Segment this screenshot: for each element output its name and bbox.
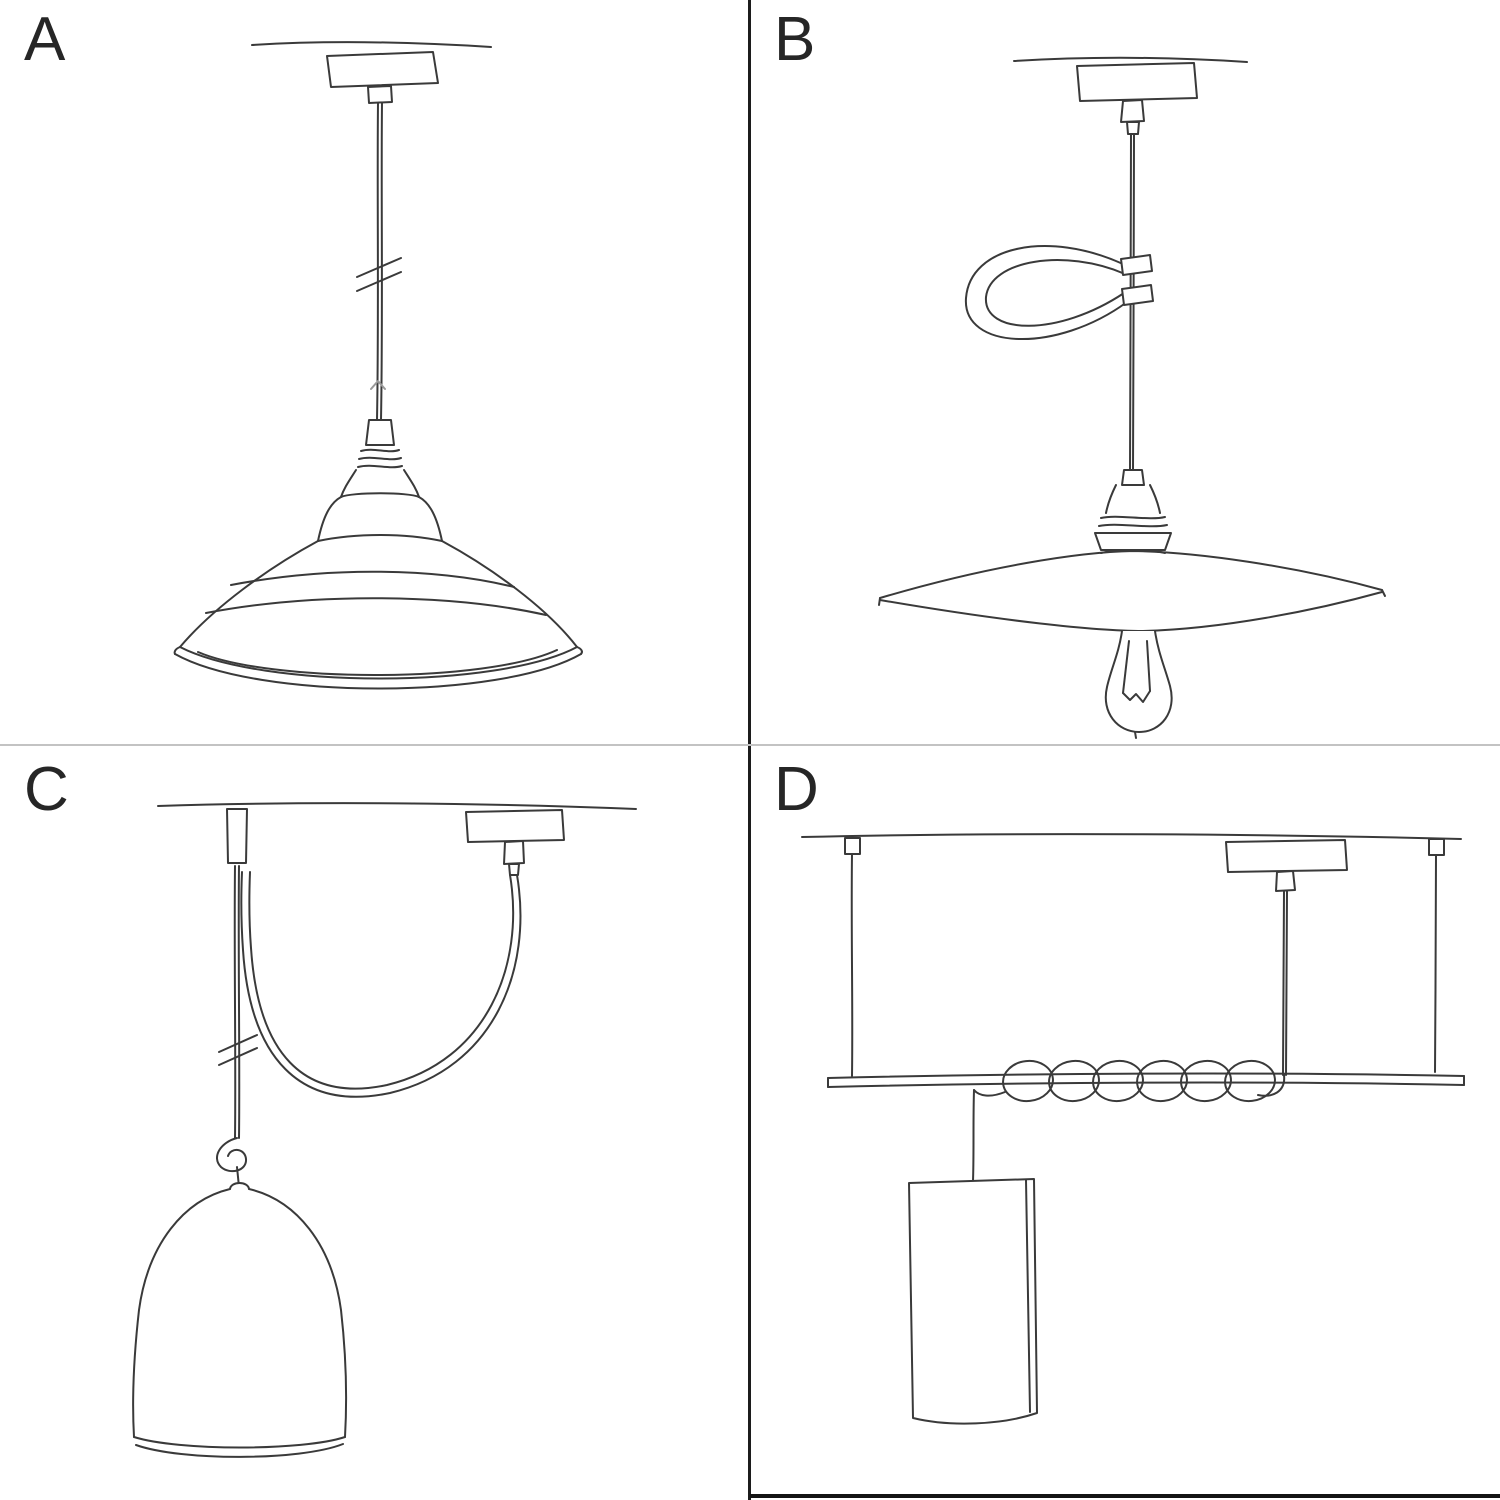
panel-b: B bbox=[750, 0, 1500, 750]
coiled-cable bbox=[973, 1059, 1286, 1103]
ceiling-line bbox=[801, 833, 1462, 840]
support-bar bbox=[827, 1072, 1465, 1088]
panel-d: D bbox=[750, 750, 1500, 1500]
cable-clip-loop bbox=[964, 245, 1154, 340]
suspension-wires bbox=[844, 837, 1445, 1077]
cable-knot bbox=[216, 1137, 247, 1188]
pendant-cable bbox=[1282, 890, 1288, 1076]
sketch-swag-bell-shade bbox=[132, 802, 637, 1458]
flat-plate-shade bbox=[878, 549, 1386, 632]
ceiling-rose bbox=[326, 51, 439, 104]
ceiling-rose bbox=[465, 809, 565, 876]
drop-cable bbox=[972, 1089, 975, 1182]
lamp-socket bbox=[340, 419, 420, 498]
panel-a: A bbox=[0, 0, 750, 750]
sketch-pendant-flat-plate bbox=[878, 56, 1386, 739]
ceiling-hook bbox=[226, 808, 248, 864]
ceiling-line bbox=[251, 41, 492, 48]
light-bulb bbox=[1104, 630, 1173, 739]
ceiling-line bbox=[1013, 56, 1248, 63]
panel-c-label: C bbox=[24, 755, 70, 824]
ceiling-rose bbox=[1225, 839, 1348, 892]
drop-cable bbox=[233, 865, 241, 1139]
sketch-pendant-industrial-shade bbox=[173, 41, 583, 690]
ceiling-rose bbox=[1076, 62, 1198, 135]
panel-c: C bbox=[0, 750, 750, 1500]
cable-length-marks bbox=[356, 257, 402, 390]
horizontal-divider bbox=[0, 744, 1500, 746]
industrial-shade bbox=[173, 492, 583, 690]
panel-d-label: D bbox=[774, 755, 820, 824]
pendant-cable bbox=[376, 102, 383, 421]
ceiling-line bbox=[157, 802, 637, 810]
bell-shade bbox=[132, 1182, 348, 1458]
panel-a-label: A bbox=[24, 5, 67, 74]
panel-b-label: B bbox=[774, 5, 817, 74]
vertical-divider bbox=[748, 0, 751, 1500]
swag-cable bbox=[240, 871, 522, 1098]
bottom-edge-line bbox=[750, 1494, 1500, 1498]
lamp-socket bbox=[1094, 469, 1172, 551]
sketch-bar-coiled-cable-tube bbox=[801, 833, 1465, 1425]
cable-length-marks bbox=[218, 1034, 258, 1066]
tube-shade bbox=[908, 1178, 1038, 1425]
